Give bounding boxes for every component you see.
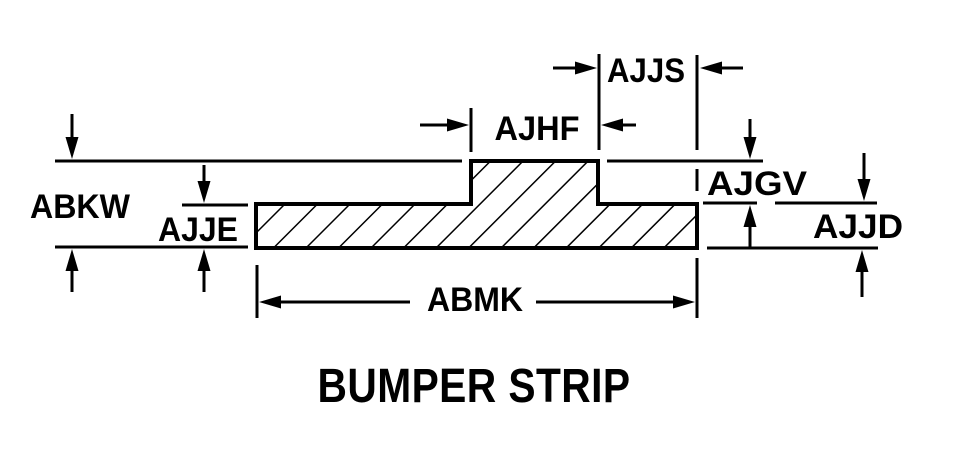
ajhf-label: AJHF bbox=[495, 110, 580, 148]
ajhf-left-arrow bbox=[601, 118, 636, 132]
abkw-up-arrow bbox=[65, 249, 79, 292]
ajje-down-arrow bbox=[197, 165, 211, 203]
abkw-label: ABKW bbox=[30, 188, 131, 226]
dimension-ajjs: AJJS bbox=[553, 52, 743, 191]
ajjs-right-arrow bbox=[553, 61, 597, 75]
ajgv-down-arrow bbox=[743, 119, 757, 159]
dimension-abkw: ABKW bbox=[30, 114, 462, 292]
dimension-abmk: ABMK bbox=[255, 258, 699, 319]
ajjs-left-arrowhead bbox=[700, 61, 722, 75]
ajje-label: AJJE bbox=[158, 211, 238, 249]
ajjs-left-arrow bbox=[700, 61, 743, 75]
ajjd-down-arrowhead bbox=[857, 179, 871, 201]
abkw-up-arrowhead bbox=[65, 249, 79, 271]
ajje-up-arrow bbox=[197, 249, 211, 292]
ajjs-right-arrowhead bbox=[575, 61, 597, 75]
ajjd-down-arrow bbox=[857, 153, 871, 201]
ajje-up-arrowhead bbox=[197, 249, 211, 271]
ajgv-up-arrowhead bbox=[743, 205, 757, 227]
dimension-ajjd: AJJD bbox=[707, 153, 903, 297]
abkw-down-arrow bbox=[65, 114, 79, 159]
ajgv-label: AJGV bbox=[707, 165, 807, 203]
abkw-down-arrowhead bbox=[65, 137, 79, 159]
ajgv-up-arrow bbox=[743, 205, 757, 247]
abmk-label: ABMK bbox=[427, 281, 523, 319]
dimension-ajje: AJJE bbox=[158, 165, 248, 292]
ajhf-right-arrowhead bbox=[447, 118, 469, 132]
ajgv-down-arrowhead bbox=[743, 137, 757, 159]
dimension-ajhf: AJHF bbox=[420, 54, 636, 152]
ajhf-left-arrowhead bbox=[601, 118, 623, 132]
abmk-right-arrow bbox=[536, 295, 695, 309]
ajjd-up-arrow bbox=[855, 250, 869, 297]
dimension-ajgv: AJGV bbox=[607, 119, 807, 247]
ajjd-up-arrowhead bbox=[855, 250, 869, 272]
ajjd-label: AJJD bbox=[813, 208, 903, 246]
ajjs-label: AJJS bbox=[607, 52, 685, 90]
bumper-strip-profile-cross-section bbox=[254, 159, 699, 250]
ajhf-right-arrow bbox=[420, 118, 469, 132]
drawing-title: BUMPER STRIP bbox=[318, 360, 631, 413]
abmk-right-arrowhead bbox=[673, 295, 695, 309]
ajje-down-arrowhead bbox=[197, 181, 211, 203]
abmk-left-arrowhead bbox=[259, 295, 281, 309]
abmk-left-arrow bbox=[259, 295, 410, 309]
